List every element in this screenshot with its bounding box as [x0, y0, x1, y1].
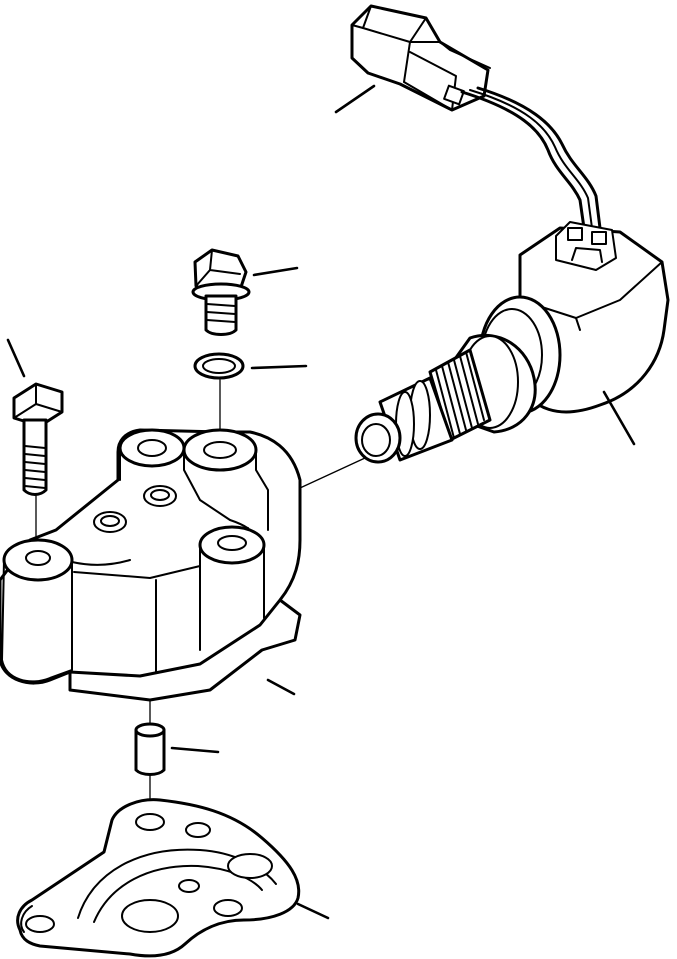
electrical-connector-icon [350, 4, 602, 230]
flange-bolt-icon [191, 248, 251, 336]
hex-bolt-icon [12, 382, 64, 496]
leader-solenoid [602, 390, 636, 446]
dowel-pin-icon [134, 722, 166, 776]
leader-flange-bolt [252, 266, 299, 277]
leader-lines [6, 84, 636, 920]
leader-dowel-pin [170, 746, 220, 754]
leader-o-ring [250, 364, 308, 370]
gasket-plate-icon [16, 798, 301, 958]
o-ring-icon [193, 352, 245, 380]
leader-connector [334, 84, 376, 114]
leader-valve-body [266, 678, 296, 696]
valve-cartridge-icon [354, 333, 537, 464]
leader-gasket-plate [296, 902, 330, 920]
leader-hex-bolt [6, 338, 26, 378]
valve-body-icon [0, 428, 302, 702]
